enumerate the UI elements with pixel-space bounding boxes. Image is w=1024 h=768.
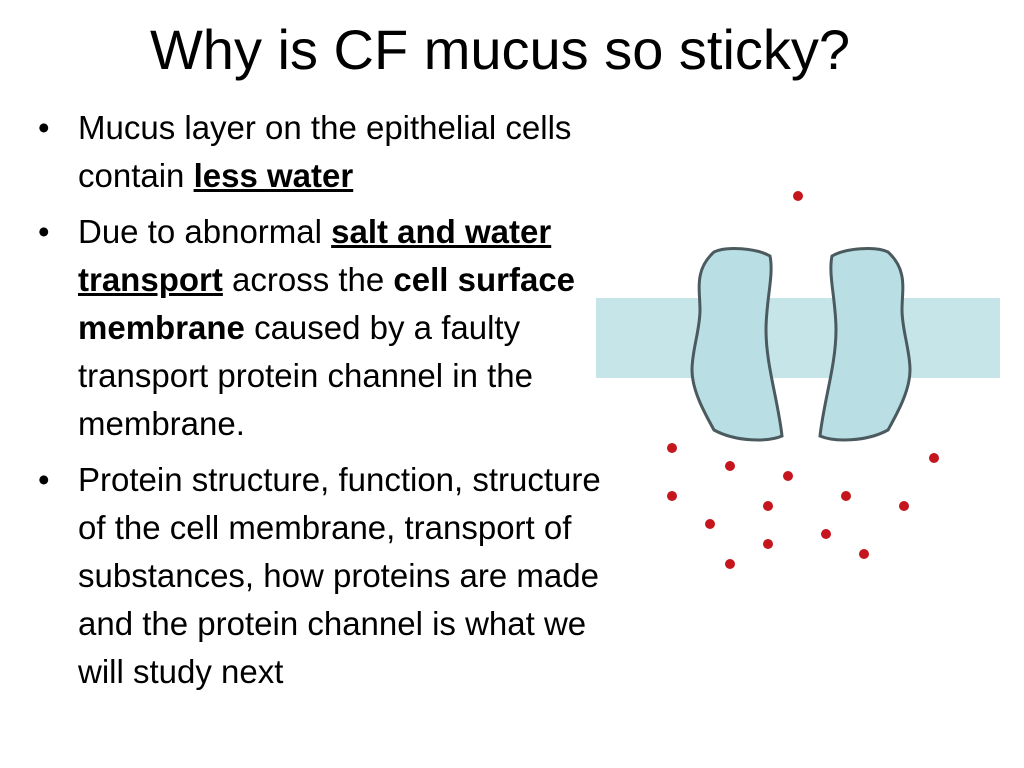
channel-protein-right [818,247,912,442]
emphasis-salt-water-transport: salt and water transport [78,213,552,298]
bullet-text: across the [222,261,394,298]
bullet-text: Mucus layer on the epithelial cells cont… [78,109,572,194]
bullet-marker-icon: • [38,461,50,498]
bullet-item: • Protein structure, function, structure… [28,456,628,696]
red-dot-icon [793,191,803,201]
red-dot-icon [783,471,793,481]
bullet-item: • Due to abnormal salt and water transpo… [28,208,628,448]
red-dot-icon [667,443,677,453]
bullet-text: Due to abnormal [78,213,332,250]
red-dot-icon [667,491,677,501]
red-dot-icon [725,559,735,569]
red-dot-icon [763,539,773,549]
red-dot-icon [821,529,831,539]
red-dot-icon [859,549,869,559]
red-dot-icon [841,491,851,501]
bullet-list: • Mucus layer on the epithelial cells co… [28,104,628,704]
emphasis-less-water: less water [193,157,354,194]
channel-protein-left [690,247,784,442]
salt-ions-group [667,191,939,569]
red-dot-icon [929,453,939,463]
bullet-text: Protein structure, function, structure o… [78,461,601,690]
red-dot-icon [725,461,735,471]
bullet-text: caused by a faulty transport protein cha… [78,309,533,442]
red-dot-icon [705,519,715,529]
cell-membrane-band [596,298,1000,378]
membrane-channel-diagram [596,191,1000,569]
bullet-item: • Mucus layer on the epithelial cells co… [28,104,628,200]
emphasis-cell-surface-membrane: cell surface membrane [78,261,576,346]
red-dot-icon [899,501,909,511]
bullet-marker-icon: • [38,213,50,250]
bullet-marker-icon: • [38,109,50,146]
red-dot-icon [763,501,773,511]
slide-title: Why is CF mucus so sticky? [149,18,851,81]
